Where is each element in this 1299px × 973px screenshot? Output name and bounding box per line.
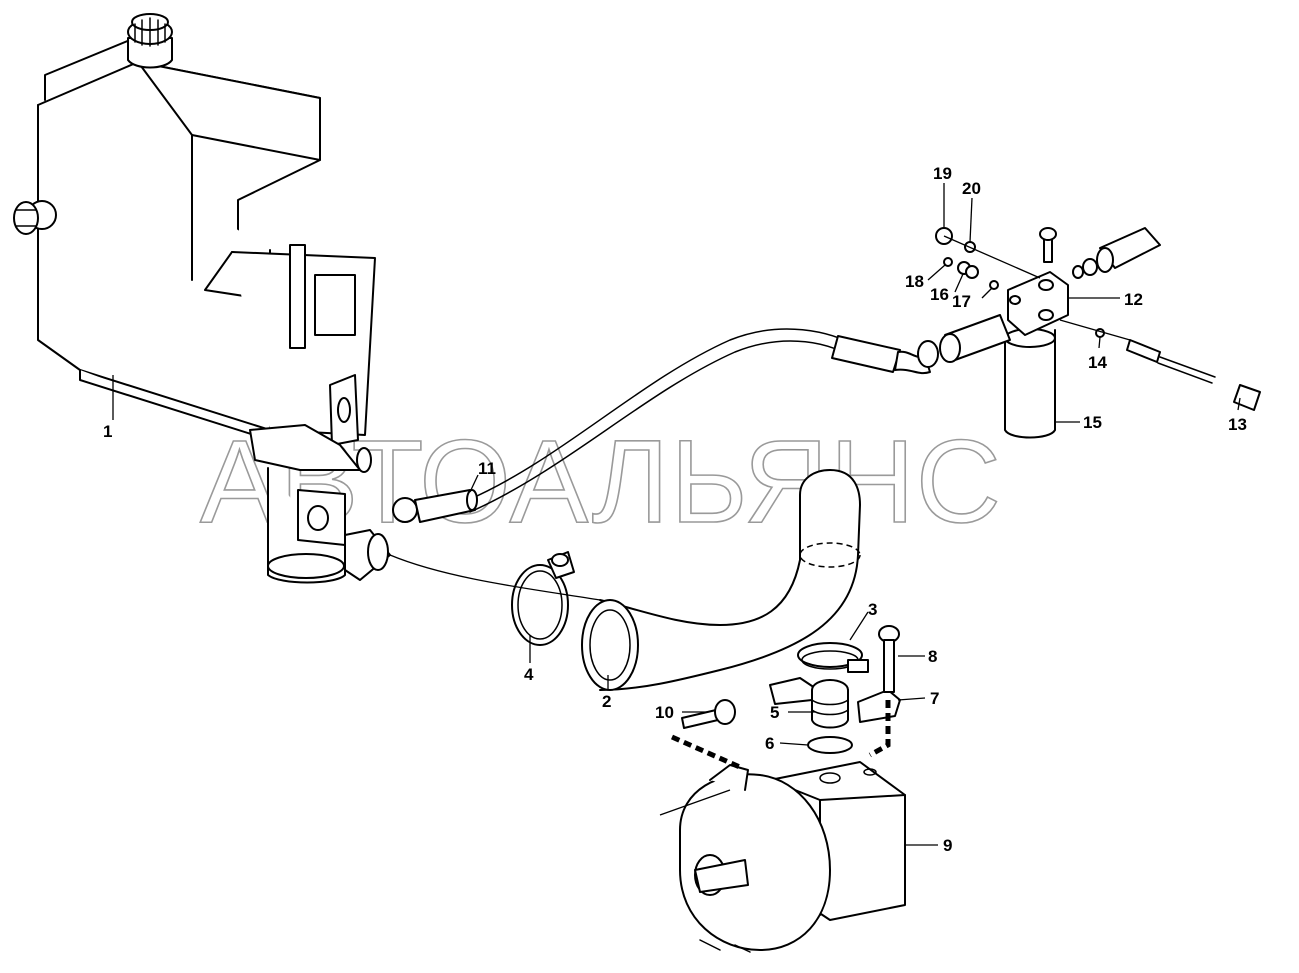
return-hose xyxy=(467,328,939,513)
dashed-link-8 xyxy=(868,700,891,758)
callout-13: 13 xyxy=(1228,415,1247,434)
callout-2: 2 xyxy=(602,692,611,711)
fitting-11 xyxy=(392,489,478,523)
leader-lines xyxy=(112,183,1241,846)
callout-4: 4 xyxy=(524,665,534,684)
callout-10: 10 xyxy=(655,703,674,722)
callout-20: 20 xyxy=(962,179,981,198)
callout-3: 3 xyxy=(868,600,877,619)
callout-17: 17 xyxy=(952,292,971,311)
callout-6: 6 xyxy=(765,734,774,753)
callout-16: 16 xyxy=(930,285,949,304)
callout-9: 9 xyxy=(943,836,952,855)
callout-1: 1 xyxy=(103,422,112,441)
callout-12: 12 xyxy=(1124,290,1143,309)
callout-11: 11 xyxy=(478,459,496,478)
callout-19: 19 xyxy=(933,164,952,183)
suction-hose xyxy=(581,469,861,691)
callout-18: 18 xyxy=(905,272,924,291)
callout-15: 15 xyxy=(1083,413,1102,432)
callout-5: 5 xyxy=(770,703,779,722)
callout-14: 14 xyxy=(1088,353,1107,372)
tank-outlet-elbow xyxy=(267,467,391,584)
hose-clamp-4 xyxy=(511,551,575,646)
callout-7: 7 xyxy=(930,689,939,708)
hydraulic-tank xyxy=(13,13,376,473)
callout-8: 8 xyxy=(928,647,937,666)
hose-clamp-3 xyxy=(797,642,869,673)
dashed-link-10 xyxy=(670,734,744,771)
hydraulic-pump xyxy=(679,761,906,953)
pressure-filter xyxy=(935,227,1261,439)
